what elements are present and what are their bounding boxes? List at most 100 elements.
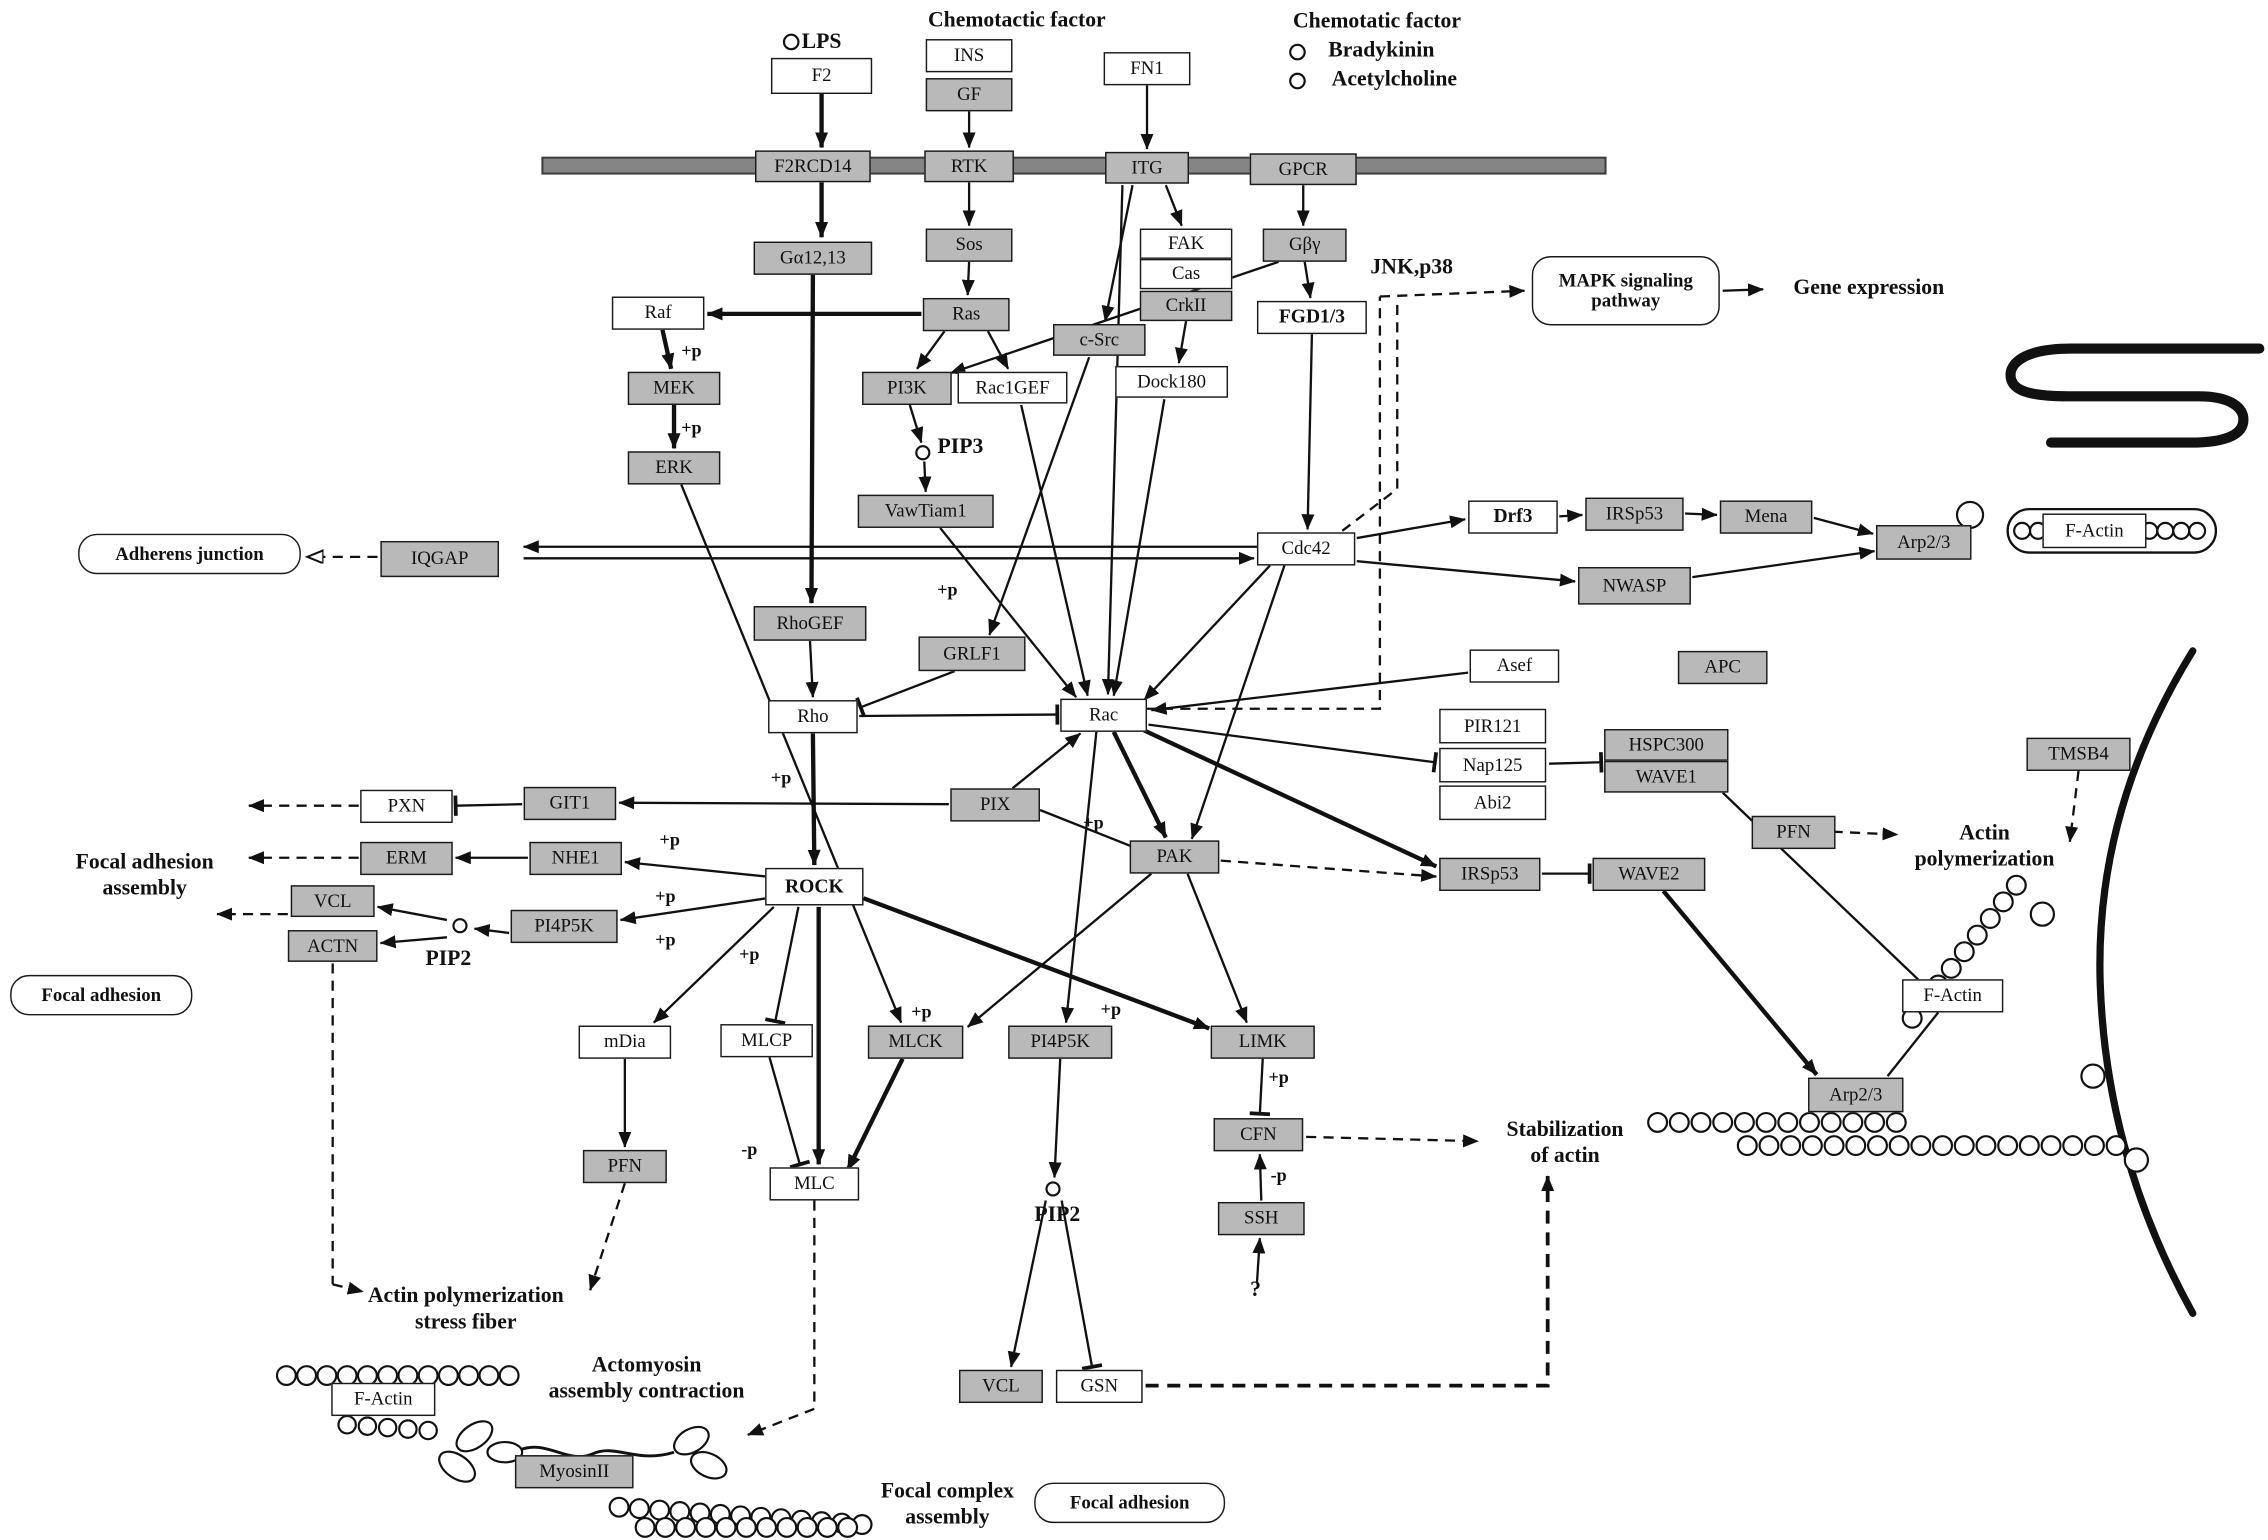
- node-gsn[interactable]: GSN: [1055, 1369, 1143, 1403]
- node-erm[interactable]: ERM: [360, 841, 453, 875]
- edge-75: [1048, 1058, 1062, 1179]
- node-ins[interactable]: INS: [925, 38, 1013, 72]
- node-pxn[interactable]: PXN: [360, 789, 453, 823]
- node-irsp53b[interactable]: IRSp53: [1439, 857, 1541, 891]
- node-ssh[interactable]: SSH: [1217, 1201, 1305, 1235]
- actin-filament-bead: [2172, 521, 2191, 540]
- edge-18: [1175, 320, 1188, 364]
- node-rhogef[interactable]: RhoGEF: [753, 606, 867, 641]
- node-rac1gef[interactable]: Rac1GEF: [957, 371, 1068, 404]
- node-grlf1[interactable]: GRLF1: [918, 636, 1026, 672]
- actin-filament-bead: [1885, 1111, 1907, 1133]
- node-itg[interactable]: ITG: [1105, 151, 1189, 184]
- node-abi2[interactable]: Abi2: [1439, 785, 1547, 821]
- node-mlck[interactable]: MLCK: [867, 1024, 964, 1059]
- node-erk[interactable]: ERK: [627, 450, 721, 484]
- node-rtk[interactable]: RTK: [924, 150, 1014, 183]
- node-vcl_l[interactable]: VCL: [290, 885, 375, 918]
- actin-filament-bead: [1690, 1111, 1712, 1133]
- node-apc[interactable]: APC: [1677, 650, 1768, 684]
- node-f2[interactable]: F2: [770, 57, 873, 94]
- node-pfn_l[interactable]: PFN: [582, 1149, 667, 1183]
- actin-filament-bead: [1755, 1111, 1777, 1133]
- node-fak[interactable]: FAK: [1139, 227, 1233, 259]
- actin-filament-bead: [608, 1496, 630, 1518]
- actin-filament-bead: [1823, 1135, 1845, 1157]
- node-pi4p5k_l[interactable]: PI4P5K: [510, 909, 618, 943]
- actin-filament-bead: [498, 1365, 520, 1387]
- node-factin_mr[interactable]: F-Actin: [1902, 978, 2004, 1012]
- node-f2rcd14[interactable]: F2RCD14: [755, 150, 871, 183]
- node-iqgap[interactable]: IQGAP: [380, 540, 500, 577]
- node-pir121[interactable]: PIR121: [1439, 708, 1547, 744]
- node-git1[interactable]: GIT1: [523, 786, 617, 820]
- node-gbg[interactable]: Gβγ: [1262, 227, 1347, 262]
- node-mapk[interactable]: MAPK signaling pathway: [1531, 256, 1720, 326]
- node-adherens[interactable]: Adherens junction: [78, 533, 301, 575]
- myosin-head: [438, 1450, 477, 1483]
- edge-31: [1813, 516, 1874, 537]
- node-focal_b[interactable]: Focal adhesion: [1034, 1482, 1226, 1524]
- node-actn[interactable]: ACTN: [287, 930, 378, 962]
- node-rho[interactable]: Rho: [768, 699, 858, 733]
- node-drf3[interactable]: Drf3: [1468, 499, 1558, 534]
- node-nwasp[interactable]: NWASP: [1578, 567, 1691, 605]
- node-factin_bl[interactable]: F-Actin: [331, 1382, 436, 1416]
- node-arp23b[interactable]: Arp2/3: [1808, 1077, 1904, 1113]
- node-pi4p5k_c[interactable]: PI4P5K: [1008, 1024, 1113, 1059]
- edge-16: [1101, 184, 1134, 322]
- node-arp23a[interactable]: Arp2/3: [1876, 525, 1972, 560]
- node-asef[interactable]: Asef: [1469, 648, 1560, 682]
- node-hspc300[interactable]: HSPC300: [1604, 729, 1729, 761]
- node-rac[interactable]: Rac: [1060, 697, 1148, 732]
- node-dock180[interactable]: Dock180: [1115, 365, 1229, 398]
- edge-43: [1220, 859, 1438, 882]
- node-csrc[interactable]: c-Src: [1053, 324, 1146, 356]
- node-mlc[interactable]: MLC: [769, 1166, 860, 1200]
- actin-filament-bead: [2005, 874, 2027, 896]
- node-irsp53a[interactable]: IRSp53: [1585, 496, 1684, 531]
- node-vawtiam1[interactable]: VawTiam1: [857, 493, 994, 528]
- node-pfn_r[interactable]: PFN: [1751, 815, 1836, 849]
- node-raf[interactable]: Raf: [611, 295, 705, 330]
- node-mdia[interactable]: mDia: [578, 1024, 672, 1059]
- node-mek[interactable]: MEK: [627, 371, 721, 405]
- node-ras[interactable]: Ras: [922, 297, 1010, 331]
- node-pix[interactable]: PIX: [950, 787, 1040, 821]
- myosin-head: [486, 1441, 524, 1464]
- edge-10: [986, 330, 1010, 370]
- node-rock[interactable]: ROCK: [765, 867, 864, 906]
- node-cas[interactable]: Cas: [1139, 258, 1233, 289]
- node-sos[interactable]: Sos: [925, 227, 1013, 262]
- node-ga1213[interactable]: Gα12,13: [753, 240, 873, 275]
- node-fgd13[interactable]: FGD1/3: [1256, 300, 1367, 334]
- node-wave2[interactable]: WAVE2: [1592, 857, 1706, 891]
- node-fn1[interactable]: FN1: [1103, 51, 1191, 85]
- node-vcl_b[interactable]: VCL: [958, 1369, 1043, 1403]
- node-cfn[interactable]: CFN: [1213, 1117, 1304, 1151]
- node-gf[interactable]: GF: [925, 77, 1013, 111]
- actin-filament-bead: [2083, 1135, 2105, 1157]
- node-factin_tr[interactable]: F-Actin: [2042, 513, 2147, 549]
- node-gpcr[interactable]: GPCR: [1249, 153, 1357, 186]
- pip2-circle-icon: [452, 918, 468, 934]
- actin-monomer: [1955, 500, 1985, 530]
- node-nhe1[interactable]: NHE1: [529, 841, 622, 875]
- edge-28: [1356, 515, 1466, 540]
- node-mlcp[interactable]: MLCP: [720, 1023, 813, 1057]
- node-myosin[interactable]: MyosinII: [514, 1454, 634, 1488]
- node-wave1[interactable]: WAVE1: [1604, 760, 1729, 793]
- actin-filament-bead: [2062, 1135, 2084, 1157]
- node-pak[interactable]: PAK: [1129, 839, 1220, 873]
- edge-23: [1301, 334, 1315, 531]
- actin-filament-bead: [377, 1417, 398, 1438]
- node-limk[interactable]: LIMK: [1210, 1024, 1315, 1059]
- node-mena[interactable]: Mena: [1719, 499, 1813, 534]
- node-crkii[interactable]: CrkII: [1139, 290, 1233, 321]
- node-pi3k[interactable]: PI3K: [862, 371, 952, 405]
- edge-78: [1249, 1058, 1271, 1117]
- node-nap125[interactable]: Nap125: [1439, 747, 1547, 783]
- node-focal_l[interactable]: Focal adhesion: [10, 974, 193, 1016]
- node-tmsb4[interactable]: TMSB4: [2026, 736, 2131, 771]
- node-cdc42[interactable]: Cdc42: [1256, 531, 1356, 565]
